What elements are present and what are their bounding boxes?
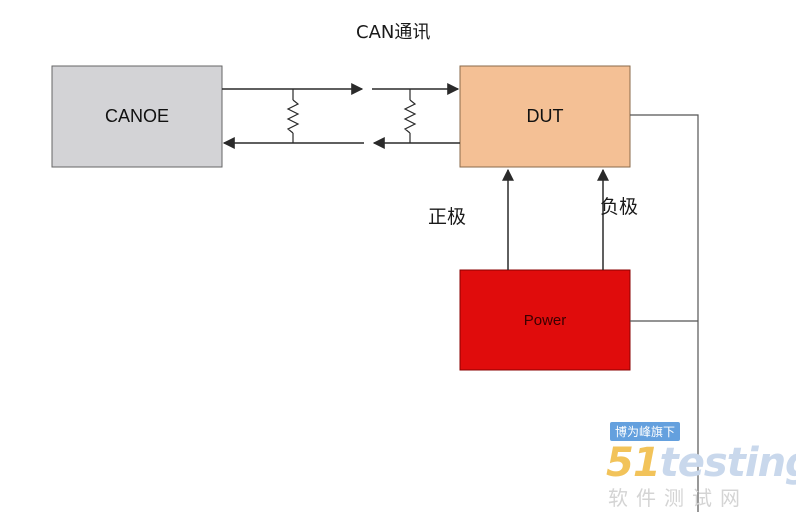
dut-box bbox=[459, 65, 631, 168]
diagram-title: CAN通讯 bbox=[356, 22, 431, 43]
power-label: Power bbox=[523, 311, 567, 329]
watermark-logo: 51testing bbox=[606, 440, 796, 486]
watermark-subtitle: 软件测试网 bbox=[608, 486, 748, 510]
dut-label: DUT bbox=[526, 106, 564, 126]
watermark-logo-number: 51 bbox=[606, 440, 661, 486]
canoe-box bbox=[51, 65, 223, 168]
watermark-badge: 博为峰旗下 bbox=[610, 422, 681, 441]
canoe-label: CANOE bbox=[104, 106, 169, 126]
termination-resistor-left bbox=[286, 89, 300, 143]
negative-label: 负极 bbox=[600, 196, 639, 218]
dut-ground-wire bbox=[630, 114, 699, 512]
power-box bbox=[459, 269, 631, 371]
watermark-logo-text: testing bbox=[659, 440, 796, 486]
positive-label: 正极 bbox=[428, 206, 467, 228]
termination-resistor-right bbox=[403, 89, 417, 143]
watermark: 博为峰旗下 51testing 软件测试网 bbox=[600, 420, 796, 510]
